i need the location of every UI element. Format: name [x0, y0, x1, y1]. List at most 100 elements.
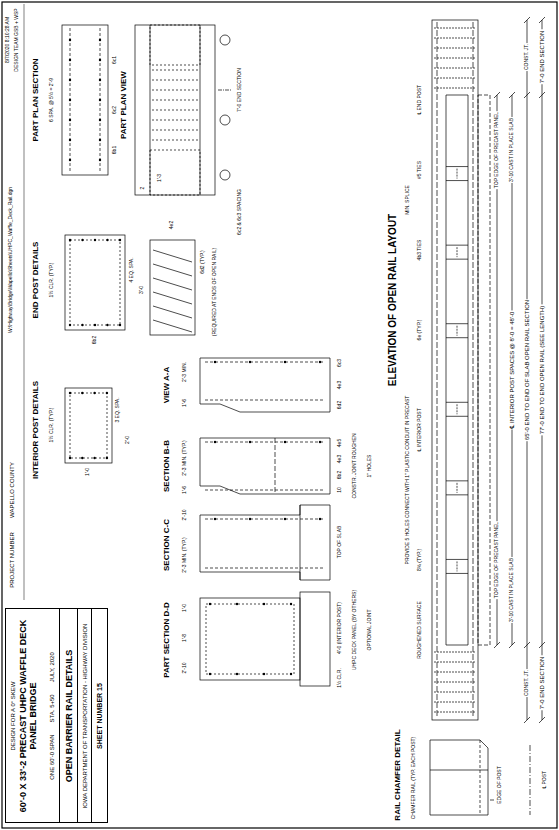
dimension-label: 7'-0 END SECTION: [539, 656, 546, 711]
dimension-label: 1'-8: [182, 633, 188, 643]
note-label: CONST. JT.: [524, 43, 530, 71]
border-strip-line: [24, 4, 25, 600]
view-title: PART PLAN VIEW: [120, 70, 129, 140]
dimension-label: 4 EQ. SPA.: [129, 256, 135, 283]
note-label: TOP OF SLAB: [337, 525, 343, 560]
bar-mark: 6c1: [112, 55, 118, 65]
note-label: (REQUIRED AT ENDS OF OPEN RAIL): [212, 247, 218, 337]
bar-mark: 4e2: [169, 220, 175, 230]
note-label: EDGE OF POST: [497, 765, 503, 805]
dimension-label: 8¾ (TYP.): [417, 548, 423, 572]
dimension-label: 7'-0 END SECTION: [237, 67, 243, 113]
dimension-label: 2: [140, 186, 146, 191]
note-label: 3'-10 CAST IN PLACE SLAB: [509, 117, 515, 183]
title-block-text: SHEET NUMBER 15: [94, 613, 104, 818]
dimension-label: ℄ INTERIOR POST SPACES @ 8'-0 = 48'-0: [509, 311, 516, 430]
note-label: 4'-0 (INTERIOR POST): [337, 601, 343, 655]
title-block-cell: DESIGN FOR A 0° SKEW60'-0 X 33'-2 PRECAS…: [5, 608, 60, 823]
note-label: 1" HOLES: [367, 454, 373, 479]
centerline-label: ℄ INTERIOR POST: [417, 407, 423, 453]
dimension-label: 2'-3 MIN.: [182, 361, 188, 383]
interior-post-drawing: [65, 388, 112, 463]
title-block-cell: OPEN BARRIER RAIL DETAILS: [59, 608, 78, 823]
title-text: IOWA DEPARTMENT OF TRANSPORTATION - HIGH…: [81, 613, 88, 818]
view-title: PART PLAN SECTION: [32, 58, 41, 143]
dimension-label: 77'-0 END TO END OPEN RAIL (SEE LENGTH): [539, 305, 546, 436]
bar-mark: 6e (TYP.): [417, 319, 423, 342]
title-text: 60'-0 X 33'-2 PRECAST UHPC WAFFLE DECK P…: [17, 613, 38, 818]
dimension-label: 10: [337, 486, 343, 494]
dimension-label: 65'-0 END TO END OF SLAB OPEN RAIL SECTI…: [524, 299, 531, 441]
view-title: ELEVATION OF OPEN RAIL LAYOUT: [387, 213, 398, 387]
project-number: PROJECT NUMBER: [9, 531, 16, 589]
title-text: OPEN BARRIER RAIL DETAILS: [63, 613, 73, 818]
view-title: END POST DETAILS: [32, 241, 41, 320]
note-label: 6c2 & 6c3 SPACING: [237, 188, 243, 236]
dimension-label: 1'-3: [157, 173, 163, 183]
note-label: CONSTR. JOINT ROUGHEN: [352, 432, 358, 499]
dimension-label: 3'-0: [139, 285, 145, 295]
centerline-label: ℄ END POST: [417, 84, 423, 116]
note-label: CONST. JT.: [524, 669, 530, 697]
dimension-label: 2'-3 MIN. (TYP.): [182, 536, 188, 573]
dimension-label: 1'-0: [85, 467, 91, 477]
rail-sections-drawing: [200, 358, 330, 686]
bar-mark: 4e3: [337, 454, 343, 464]
rail-chamfer-drawing: [430, 740, 530, 815]
title-text: ONE 60'-0 SPAN: [48, 734, 55, 779]
dimension-label: 1½ CLR. (TYP.): [49, 262, 55, 299]
title-block-text: IOWA DEPARTMENT OF TRANSPORTATION - HIGH…: [80, 613, 89, 818]
bar-mark: 6d2: [337, 400, 343, 410]
dimension-label: 2'-0: [125, 435, 131, 445]
bar-mark: 6b2: [337, 470, 343, 480]
bar-mark: 6b2: [92, 335, 98, 345]
view-title: RAIL CHAMFER DETAIL: [394, 728, 403, 821]
note-label: UHPC DECK PANEL (BY OTHERS): [352, 589, 358, 671]
title-text: JULY, 2020: [48, 652, 55, 682]
rail-elevation-drawing: [432, 17, 545, 723]
part-plan-view-drawing: [135, 25, 232, 195]
view-title: PART SECTION D-D: [163, 601, 172, 678]
dimension-label: 1½ CLR.: [337, 667, 343, 689]
note-label: 3'-10 CAST IN PLACE SLAB: [509, 557, 515, 623]
dimension-label: 1½ CLR. (TYP.): [49, 407, 55, 444]
end-post-drawing: [65, 235, 195, 335]
part-plan-section-drawing: [62, 25, 108, 175]
dimension-label: 6 SPA. @ 5½ = 2'-9: [49, 77, 55, 123]
title-block-text: OPEN BARRIER RAIL DETAILS: [62, 613, 74, 818]
dimension-label: 2'-10: [182, 662, 188, 675]
plot-stamp: 8/7/2020 8:10:28 AM: [5, 16, 11, 64]
dimension-label: 3 EQ. SPA.: [115, 396, 121, 423]
dimension-label: 1'-6: [182, 485, 188, 495]
design-team: DESIGN TEAM GSB + WSP: [14, 7, 20, 72]
title-text: SHEET NUMBER 15: [95, 613, 103, 818]
note-label: PROVIDE 5 HOLES CONNECT WITH 1" PLASTIC …: [405, 395, 411, 566]
dimension-label: 1'-6: [182, 398, 188, 408]
dimension-label: 7'-0 END SECTION: [539, 30, 546, 85]
bar-mark: 4e3: [337, 380, 343, 390]
dimension-label: 1'-0: [182, 603, 188, 613]
title-block-cell: SHEET NUMBER 15: [91, 608, 108, 823]
view-title: VIEW A-A: [163, 366, 172, 405]
file-path: W:\Highway\Bridge\Wapello\Sheets\UHPC_Wa…: [8, 186, 14, 334]
note-label: ROUGHENED SURFACE: [417, 600, 423, 660]
bar-mark: 4e5: [337, 438, 343, 448]
note-label: MIN. SPLICE: [405, 184, 411, 216]
centerline-label: ℄ POST: [542, 770, 548, 790]
bar-mark: #5 TIES: [417, 160, 423, 180]
view-title: INTERIOR POST DETAILS: [32, 380, 41, 480]
title-block-cell: IOWA DEPARTMENT OF TRANSPORTATION - HIGH…: [77, 608, 92, 823]
bar-mark: 4b3 TIES: [417, 239, 423, 262]
title-text: STA. 5+50: [48, 694, 55, 722]
title-block-text: DESIGN FOR A 0° SKEW60'-0 X 33'-2 PRECAS…: [8, 613, 57, 818]
title-text: DESIGN FOR A 0° SKEW: [9, 613, 16, 818]
dimension-label: 2'-3 MIN. (TYP.): [182, 439, 188, 476]
bar-mark: 6c2: [112, 105, 118, 115]
bar-mark: 6d2 (TYP.): [200, 249, 206, 275]
note-label: CHAMFER RAIL (TYP. EACH POST): [411, 736, 417, 821]
view-title: SECTION C-C: [163, 518, 172, 572]
county-name: WAPELLO COUNTY: [9, 461, 16, 519]
dimension-label: 2'-10: [182, 509, 188, 522]
note-label: OPTIONAL JOINT: [367, 609, 373, 652]
